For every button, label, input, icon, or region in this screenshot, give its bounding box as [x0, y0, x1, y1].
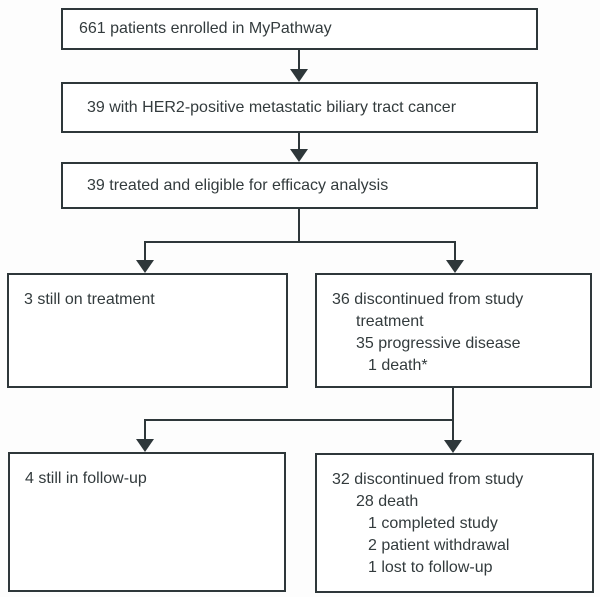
box-still-in-followup: 4 still in follow-up: [8, 452, 286, 592]
box-line: 1 completed study: [368, 515, 498, 532]
box-still-on-treatment-text: 3 still on treatment: [24, 291, 155, 308]
arrow-down-icon: [446, 260, 464, 273]
box-enrolled-text: 661 patients enrolled in MyPathway: [79, 20, 332, 37]
connector-treated-stem: [298, 209, 300, 243]
arrow-down-icon: [444, 440, 462, 453]
connector-her2-to-treated: [298, 133, 300, 150]
connector-split2-left-drop: [144, 419, 146, 440]
connector-split2-crossbar: [144, 419, 454, 421]
box-enrolled: 661 patients enrolled in MyPathway: [61, 8, 538, 50]
box-line: treatment: [356, 313, 424, 330]
box-discontinued-treatment: 36 discontinued from study treatment 35 …: [315, 273, 592, 388]
arrow-down-icon: [290, 149, 308, 162]
connector-discontinued-stem: [452, 388, 454, 441]
box-line: 2 patient withdrawal: [368, 537, 510, 554]
box-line: 35 progressive disease: [356, 335, 521, 352]
box-treated-eligible: 39 treated and eligible for efficacy ana…: [61, 162, 538, 209]
box-treated-eligible-text: 39 treated and eligible for efficacy ana…: [87, 176, 389, 194]
box-her2-positive-text: 39 with HER2-positive metastatic biliary…: [87, 98, 457, 116]
box-discontinued-study: 32 discontinued from study 28 death 1 co…: [315, 453, 594, 593]
connector-split1-right-drop: [454, 241, 456, 261]
box-line: 1 death*: [368, 357, 428, 374]
connector-split1-crossbar: [144, 241, 456, 243]
connector-enrolled-to-her2: [298, 50, 300, 70]
arrow-down-icon: [290, 69, 308, 82]
connector-split1-left-drop: [144, 241, 146, 261]
box-still-in-followup-text: 4 still in follow-up: [25, 470, 147, 487]
arrow-down-icon: [136, 260, 154, 273]
box-her2-positive: 39 with HER2-positive metastatic biliary…: [61, 82, 538, 133]
arrow-down-icon: [136, 439, 154, 452]
box-line: 1 lost to follow-up: [368, 559, 493, 576]
box-line: 32 discontinued from study: [332, 471, 524, 488]
box-still-on-treatment: 3 still on treatment: [7, 273, 288, 388]
box-line: 36 discontinued from study: [332, 291, 524, 308]
box-line: 28 death: [356, 493, 419, 510]
